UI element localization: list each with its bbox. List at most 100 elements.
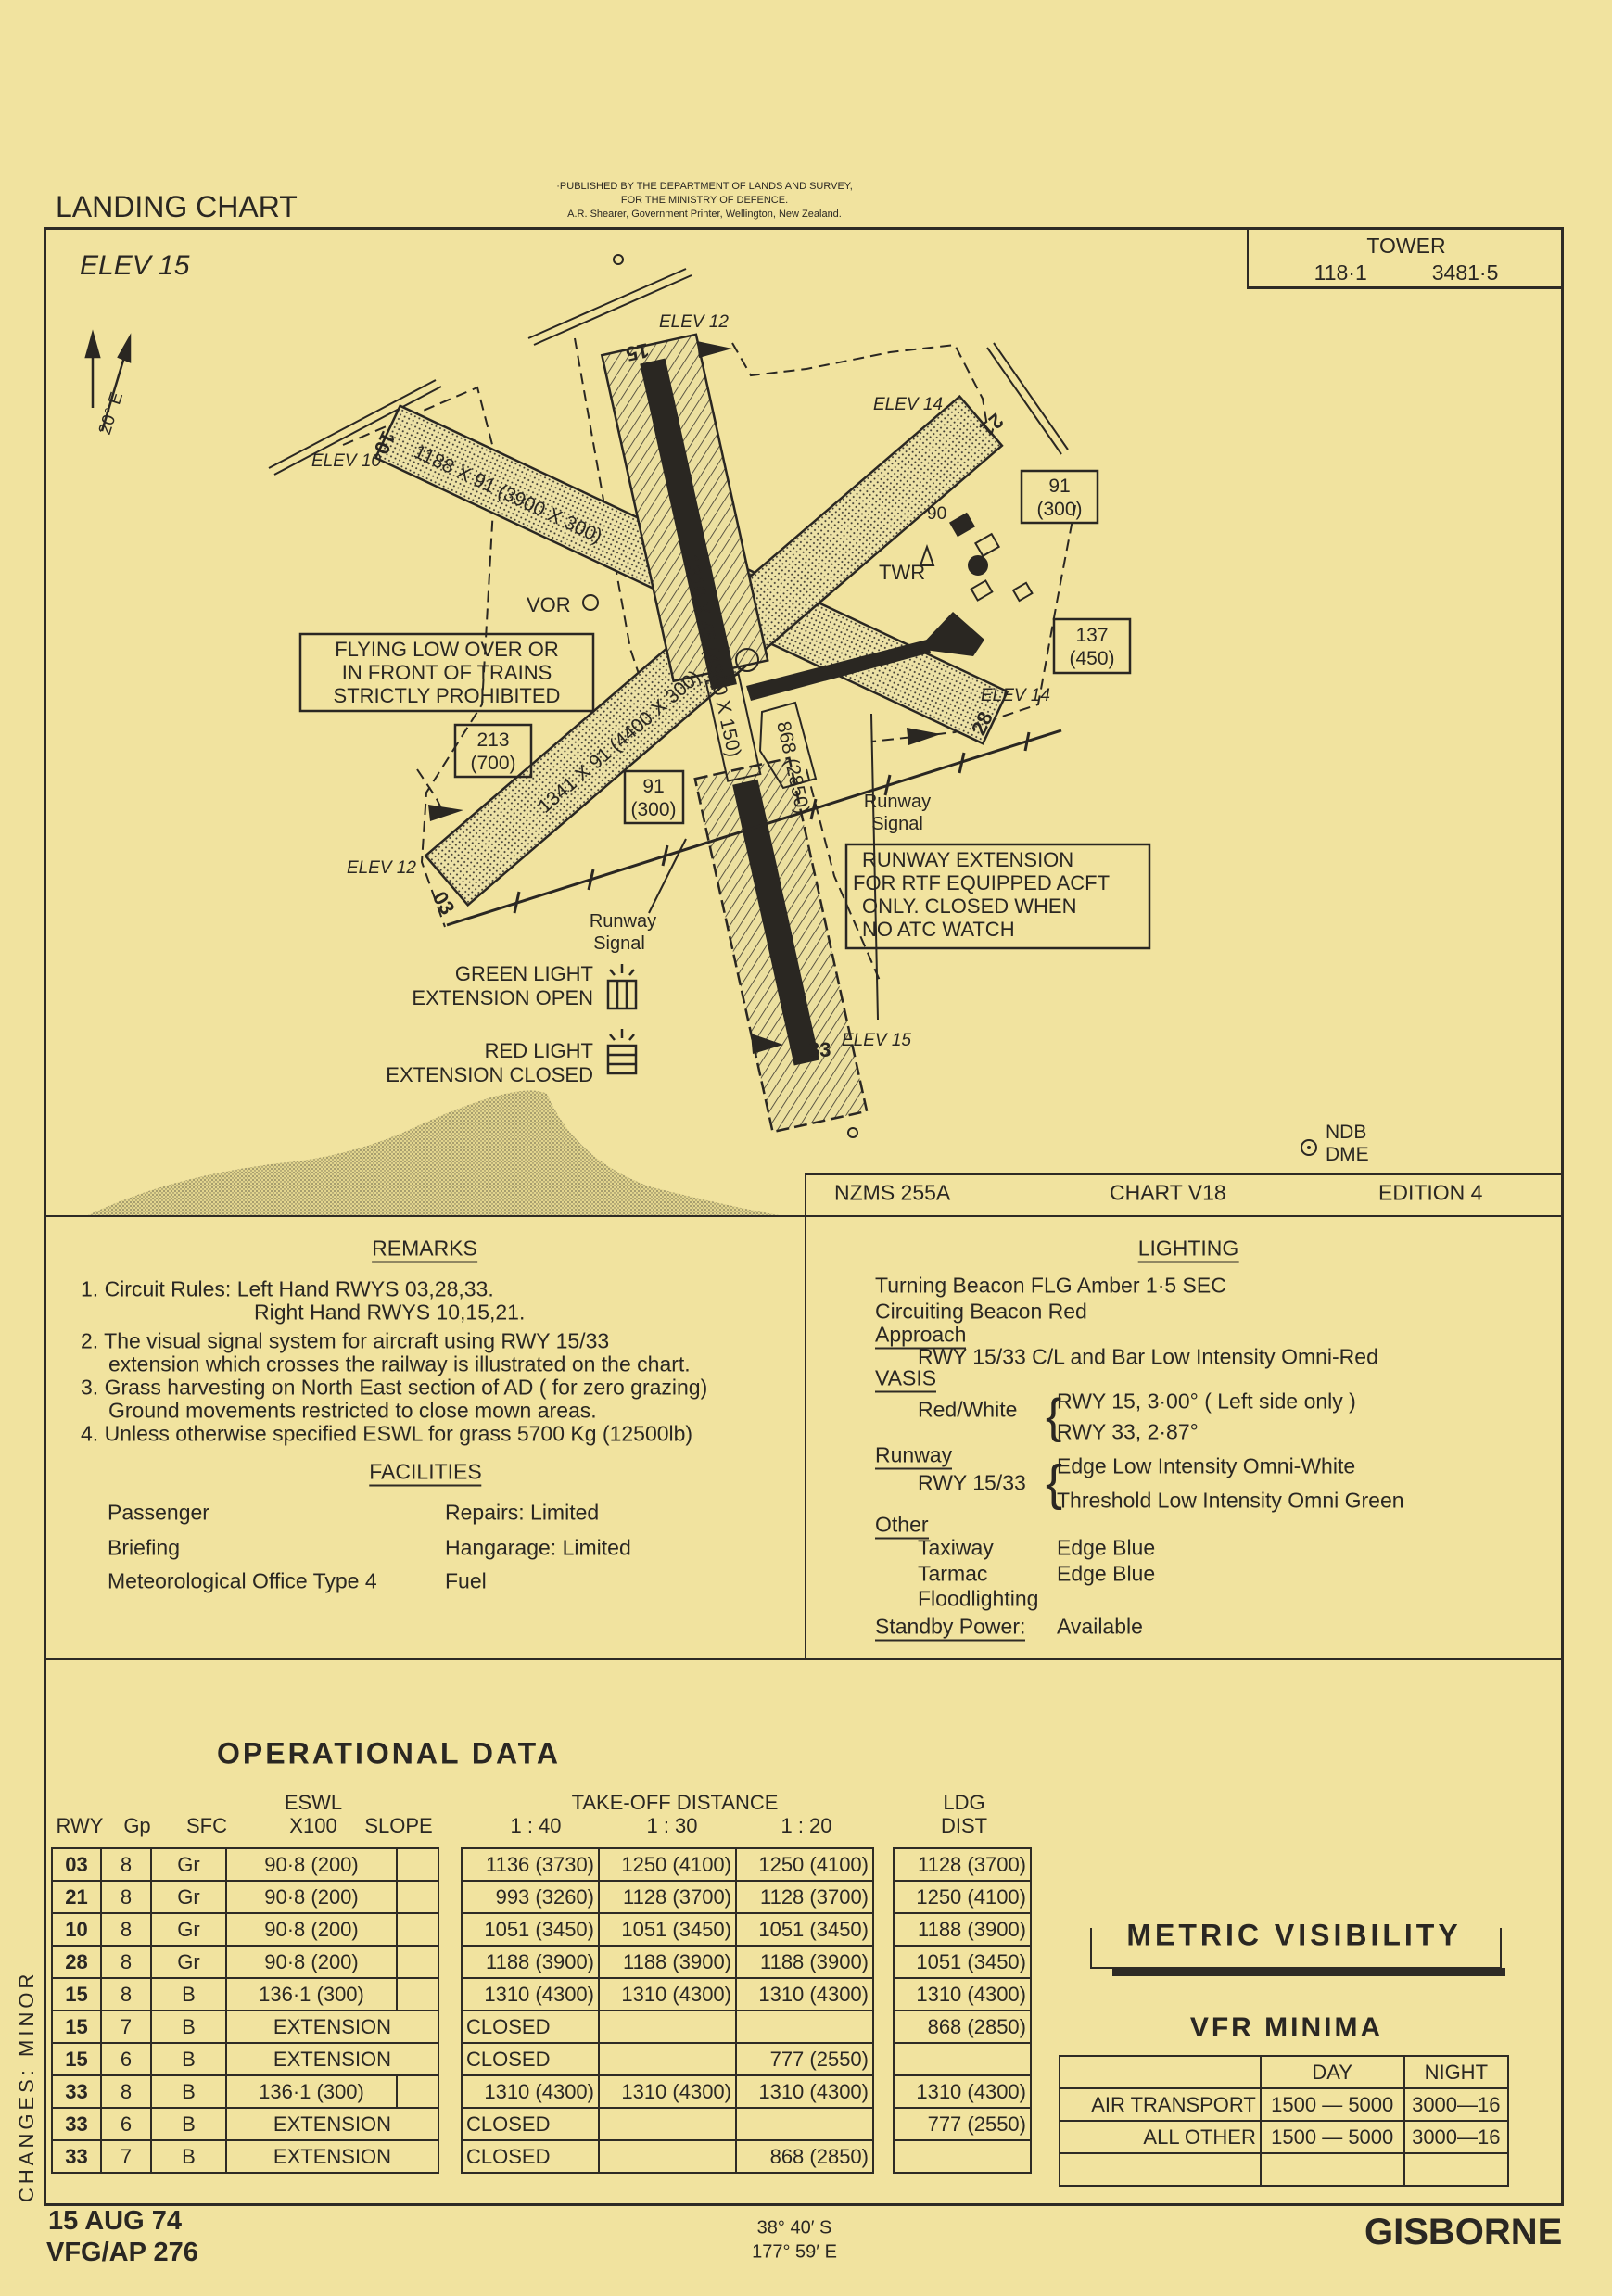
- control-tower-icon: [919, 512, 1034, 603]
- cell-sfc: Gr: [150, 1912, 227, 1947]
- cell-sfc: B: [150, 2107, 227, 2141]
- cell-ldg: 1310 (4300): [893, 2074, 1032, 2109]
- cell-rwy: 10: [51, 1912, 102, 1947]
- col-header-sfc: SFC: [186, 1814, 227, 1837]
- other-lighting-heading: Other: [875, 1512, 929, 1540]
- col-header-eswl: ESWL: [284, 1791, 343, 1814]
- brace-icon: {: [1046, 1455, 1063, 1511]
- fence-line: [268, 268, 1069, 476]
- green-light-signal-icon: [606, 964, 638, 1010]
- landing-distance-table: 1128 (3700)1250 (4100)1188 (3900)1051 (3…: [893, 1847, 1032, 2174]
- obstacle-height-m: 137: [1075, 625, 1108, 646]
- cell-ldg: 1310 (4300): [893, 1977, 1032, 2011]
- cell-ldg: 1051 (3450): [893, 1945, 1032, 1979]
- vor-icon: [582, 594, 599, 611]
- red-light-label: RED LIGHT: [485, 1039, 593, 1062]
- vfr-cell: 1500 — 5000: [1259, 2120, 1405, 2154]
- cell-gp: 8: [100, 1945, 152, 1979]
- cell-eswl: 90·8 (200): [225, 1880, 398, 1914]
- vasis-line: RWY 15, 3·00° ( Left side only ): [1057, 1389, 1356, 1414]
- vfr-cell: [1059, 2152, 1262, 2187]
- cell-t20: 1051 (3450): [735, 1912, 874, 1947]
- standby-power-label: Standby Power:: [875, 1614, 1026, 1642]
- brace-icon: {: [1046, 1389, 1062, 1443]
- red-light-label: EXTENSION CLOSED: [386, 1063, 593, 1086]
- cell-ldg: [893, 2139, 1032, 2174]
- cell-gp: 8: [100, 1912, 152, 1947]
- cell-t20: 1250 (4100): [735, 1847, 874, 1882]
- cell-ldg: 868 (2850): [893, 2010, 1032, 2044]
- remark-line: 3. Grass harvesting on North East sectio…: [81, 1375, 708, 1400]
- remark-line: Ground movements restricted to close mow…: [108, 1398, 597, 1423]
- table-row: [893, 2139, 1032, 2174]
- col-header-1-20: 1 : 20: [781, 1814, 832, 1837]
- table-row: CLOSED 777 (2550): [461, 2042, 874, 2076]
- vfr-cell: 3000—16: [1403, 2087, 1510, 2122]
- cell-t30: [598, 2107, 737, 2141]
- cell-t40: 1136 (3730): [461, 1847, 600, 1882]
- cell-eswl: 136·1 (300): [225, 1977, 398, 2011]
- metric-visibility-shadow: [1112, 1968, 1505, 1976]
- landing-direction-icon: [428, 341, 941, 1054]
- vfr-header-cell: DAY: [1259, 2055, 1405, 2089]
- ndb-dme-icon: [1301, 1139, 1317, 1156]
- cell-t40: CLOSED: [461, 2042, 600, 2076]
- facility-item: Hangarage: Limited: [445, 1535, 631, 1560]
- cell-t20: 868 (2850): [735, 2139, 874, 2174]
- elev-label: ELEV 10: [311, 451, 381, 471]
- green-light-label: EXTENSION OPEN: [412, 986, 593, 1009]
- table-row: 1310 (4300): [893, 2074, 1032, 2109]
- cell-t40: 1188 (3900): [461, 1945, 600, 1979]
- operational-data-heading: OPERATIONAL DATA: [217, 1736, 561, 1770]
- runway-signal-label: Runway: [590, 911, 656, 932]
- elev-label: ELEV 15: [842, 1031, 911, 1050]
- cell-t40: 1051 (3450): [461, 1912, 600, 1947]
- runway-signal-label: Signal: [871, 814, 923, 834]
- red-light-signal-icon: [606, 1029, 638, 1075]
- cell-t30: 1250 (4100): [598, 1847, 737, 1882]
- table-row: 1310 (4300)1310 (4300)1310 (4300): [461, 1977, 874, 2011]
- approach-heading: Approach: [875, 1322, 967, 1350]
- cell-slope: [396, 1847, 439, 1882]
- publisher-note: ·PUBLISHED BY THE DEPARTMENT OF LANDS AN…: [505, 180, 904, 222]
- remark-line: 1. Circuit Rules: Left Hand RWYS 03,28,3…: [81, 1276, 494, 1301]
- cell-t30: [598, 2042, 737, 2076]
- obstacle-height-ft: (300): [630, 799, 676, 820]
- cell-t20: 777 (2550): [735, 2042, 874, 2076]
- green-light-label: GREEN LIGHT: [455, 962, 593, 985]
- vasis-type: Red/White: [918, 1397, 1018, 1422]
- cell-t40: 993 (3260): [461, 1880, 600, 1914]
- divider: [805, 1173, 806, 1658]
- table-row: 1188 (3900)1188 (3900)1188 (3900): [461, 1945, 874, 1979]
- cell-gp: 8: [100, 1880, 152, 1914]
- vfr-header-cell: NIGHT: [1403, 2055, 1510, 2089]
- vasis-line: RWY 33, 2·87°: [1057, 1419, 1199, 1444]
- cell-t30: 1310 (4300): [598, 2074, 737, 2109]
- cell-gp: 8: [100, 2074, 152, 2109]
- metric-visibility-heading: METRIC VISIBILITY: [1121, 1918, 1467, 1953]
- table-row: 1310 (4300): [893, 1977, 1032, 2011]
- table-row: 868 (2850): [893, 2010, 1032, 2044]
- vfr-cell: 3000—16: [1403, 2120, 1510, 2154]
- cell-t20: [735, 2107, 874, 2141]
- table-row: 1310 (4300)1310 (4300)1310 (4300): [461, 2074, 874, 2109]
- extension-dims-tag: [758, 701, 818, 790]
- cell-sfc: B: [150, 2139, 227, 2174]
- approach-lighting: RWY 15/33 C/L and Bar Low Intensity Omni…: [918, 1344, 1378, 1369]
- tower-freq-khz: 3481·5: [1431, 260, 1499, 285]
- cell-t30: [598, 2139, 737, 2174]
- vfr-cell: ALL OTHER: [1059, 2120, 1262, 2154]
- remark-line: extension which crosses the railway is i…: [108, 1351, 691, 1376]
- publisher-line: A.R. Shearer, Government Printer, Wellin…: [567, 209, 842, 220]
- elev-label: ELEV 12: [347, 858, 416, 878]
- cell-gp: 6: [100, 2107, 152, 2141]
- chart-reference: VFG/AP 276: [46, 2238, 198, 2267]
- divider: [44, 1215, 1564, 1217]
- facility-item: Meteorological Office Type 4: [108, 1568, 377, 1593]
- cell-gp: 8: [100, 1847, 152, 1882]
- cell-sfc: B: [150, 2074, 227, 2109]
